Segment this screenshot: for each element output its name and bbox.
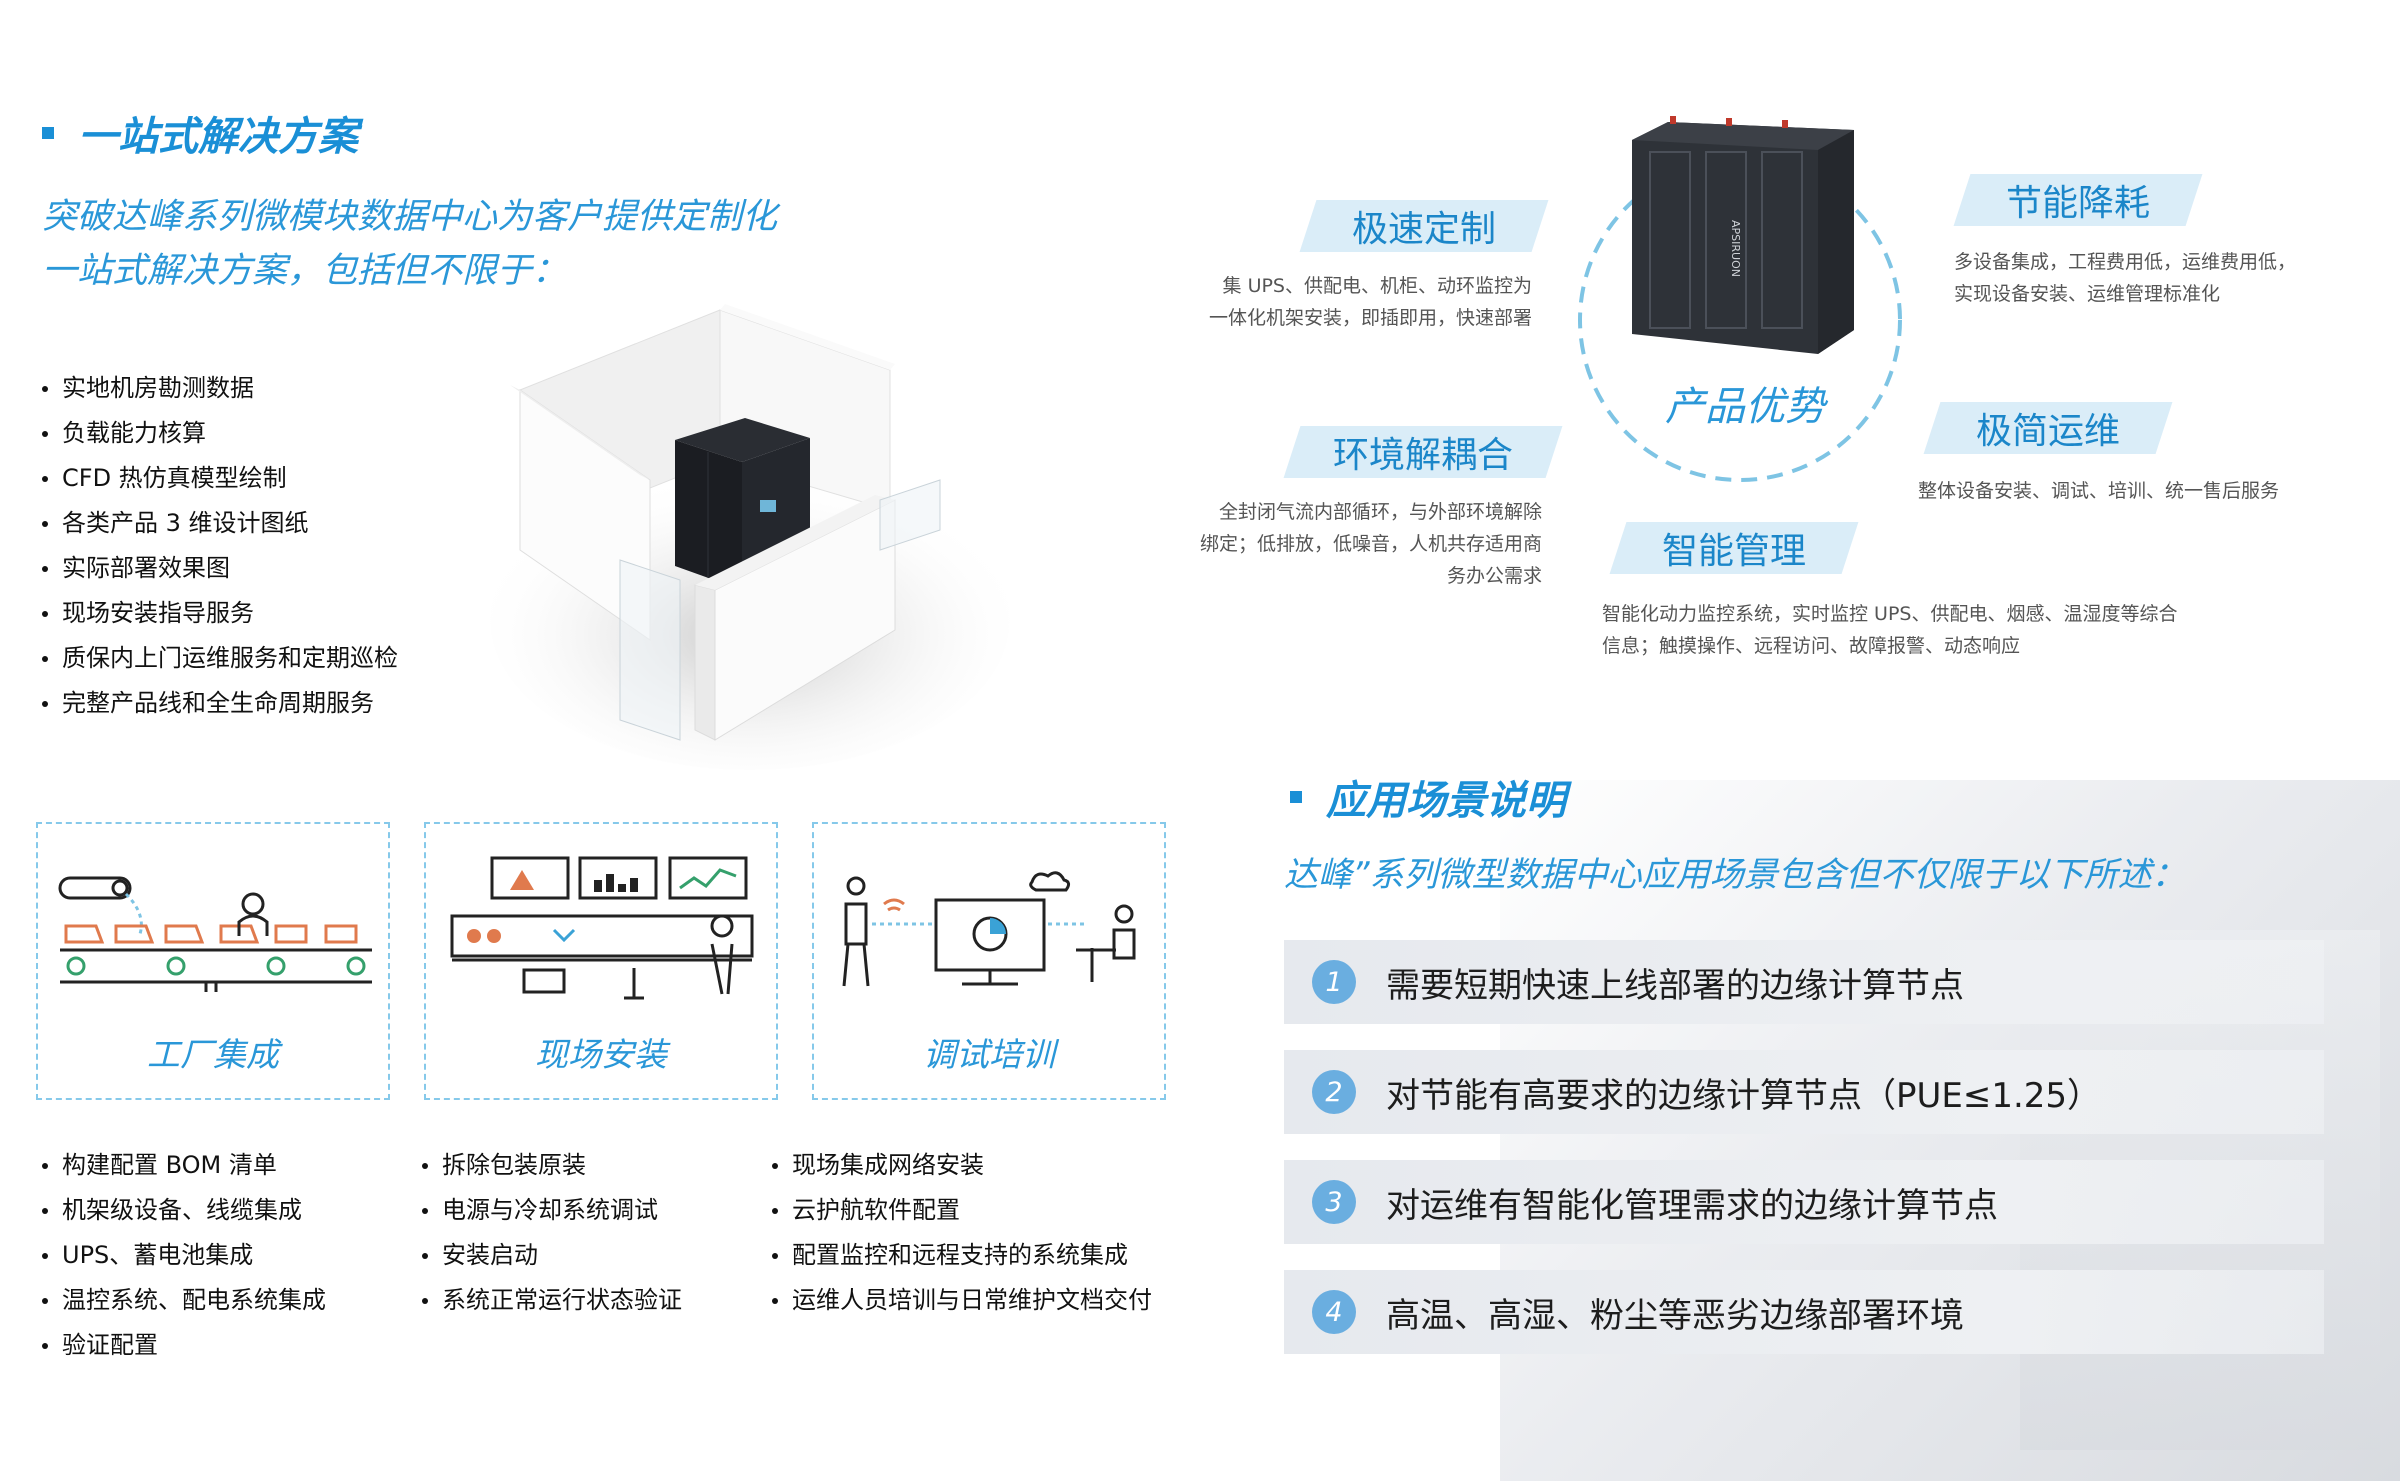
list-item: 完整产品线和全生命周期服务: [42, 681, 398, 726]
advantage-dashed-circle: [1578, 158, 1902, 482]
scenario-item: 3 对运维有智能化管理需求的边缘计算节点: [1284, 1160, 2324, 1244]
card-caption: 现场安装: [535, 1035, 667, 1074]
scenario-text: 对节能有高要求的边缘计算节点（PUE≤1.25）: [1386, 1075, 2102, 1116]
cabinet-brand-text: APSIRUON: [1729, 220, 1742, 277]
installation-task-list: 拆除包装原装 电源与冷却系统调试 安装启动 系统正常运行状态验证: [422, 1143, 682, 1323]
desc-simple-maintenance: 整体设备安装、调试、培训、统一售后服务: [1918, 480, 2280, 502]
list-item: 现场集成网络安装: [772, 1143, 1152, 1188]
training-icon: [842, 871, 1136, 987]
scenario-item: 1 需要短期快速上线部署的边缘计算节点: [1284, 940, 2324, 1024]
list-item: 各类产品 3 维设计图纸: [42, 501, 398, 546]
scenarios-intro: 达峰”系列微型数据中心应用场景包含但不仅限于以下所述：: [1284, 855, 2186, 895]
list-item: 配置监控和远程支持的系统集成: [772, 1233, 1152, 1278]
list-item: 拆除包装原装: [422, 1143, 682, 1188]
tag-environment-decoupling: 环境解耦合: [1283, 426, 1563, 478]
list-item: 实际部署效果图: [42, 546, 398, 591]
card-onsite-installation: 现场安装: [424, 822, 778, 1100]
card-caption: 工厂集成: [147, 1035, 279, 1074]
list-item: 温控系统、配电系统集成: [42, 1278, 326, 1323]
factory-task-list: 构建配置 BOM 清单 机架级设备、线缆集成 UPS、蓄电池集成 温控系统、配电…: [42, 1143, 326, 1368]
scenario-number: 1: [1312, 960, 1356, 1004]
list-item: 机架级设备、线缆集成: [42, 1188, 326, 1233]
tag-energy-saving: 节能降耗: [1953, 174, 2203, 226]
title-square-icon: [1290, 791, 1302, 803]
micro-module-room-illustration: [490, 304, 1010, 770]
list-item: 现场安装指导服务: [42, 591, 398, 636]
card-factory-integration: 工厂集成: [36, 822, 390, 1100]
advantage-center-label: 产品优势: [1665, 384, 1825, 430]
scenario-number: 4: [1312, 1290, 1356, 1334]
scenario-number: 3: [1312, 1180, 1356, 1224]
list-item: 云护航软件配置: [772, 1188, 1152, 1233]
service-list: 实地机房勘测数据 负载能力核算 CFD 热仿真模型绘制 各类产品 3 维设计图纸…: [42, 366, 398, 726]
scenario-text: 需要短期快速上线部署的边缘计算节点: [1386, 965, 1964, 1006]
desc-fast-customization: 集 UPS、供配电、机柜、动环监控为 一体化机架安装，即插即用，快速部署: [1208, 275, 1532, 329]
desc-energy-saving: 多设备集成，工程费用低，运维费用低， 实现设备安装、运维管理标准化: [1954, 251, 2297, 305]
list-item: 构建配置 BOM 清单: [42, 1143, 326, 1188]
list-item: 实地机房勘测数据: [42, 366, 398, 411]
cabinet-image: APSIRUON: [1632, 116, 1854, 354]
section-title-scenarios: 应用场景说明: [1290, 768, 1566, 826]
scenario-text: 对运维有智能化管理需求的边缘计算节点: [1386, 1185, 1998, 1226]
card-debug-training: 调试培训: [812, 822, 1166, 1100]
scenario-item: 4 高温、高湿、粉尘等恶劣边缘部署环境: [1284, 1270, 2324, 1354]
section-title-solution: 一站式解决方案: [42, 104, 358, 162]
desc-smart-management: 智能化动力监控系统，实时监控 UPS、供配电、烟感、温湿度等综合 信息；触摸操作…: [1602, 603, 2178, 657]
list-item: 质保内上门运维服务和定期巡检: [42, 636, 398, 681]
card-caption: 调试培训: [923, 1035, 1055, 1074]
tag-smart-management: 智能管理: [1609, 522, 1859, 574]
list-item: 运维人员培训与日常维护文档交付: [772, 1278, 1152, 1323]
tag-fast-customization: 极速定制: [1299, 200, 1549, 252]
list-item: 电源与冷却系统调试: [422, 1188, 682, 1233]
title-square-icon: [42, 127, 54, 139]
list-item: 验证配置: [42, 1323, 326, 1368]
desc-environment-decoupling: 全封闭气流内部循环，与外部环境解除 绑定；低排放，低噪音，人机共存适用商 务办公…: [1199, 501, 1542, 587]
list-item: 负载能力核算: [42, 411, 398, 456]
control-room-icon: [450, 856, 754, 1000]
training-task-list: 现场集成网络安装 云护航软件配置 配置监控和远程支持的系统集成 运维人员培训与日…: [772, 1143, 1152, 1323]
scenario-item: 2 对节能有高要求的边缘计算节点（PUE≤1.25）: [1284, 1050, 2324, 1134]
list-item: CFD 热仿真模型绘制: [42, 456, 398, 501]
scenario-text: 高温、高湿、粉尘等恶劣边缘部署环境: [1386, 1295, 1964, 1336]
list-item: 系统正常运行状态验证: [422, 1278, 682, 1323]
solution-intro: 突破达峰系列微模块数据中心为客户提供定制化 一站式解决方案，包括但不限于：: [42, 197, 778, 291]
factory-conveyor-icon: [58, 876, 372, 992]
scenario-number: 2: [1312, 1070, 1356, 1114]
tag-simple-maintenance: 极简运维: [1923, 402, 2173, 454]
list-item: UPS、蓄电池集成: [42, 1233, 326, 1278]
list-item: 安装启动: [422, 1233, 682, 1278]
